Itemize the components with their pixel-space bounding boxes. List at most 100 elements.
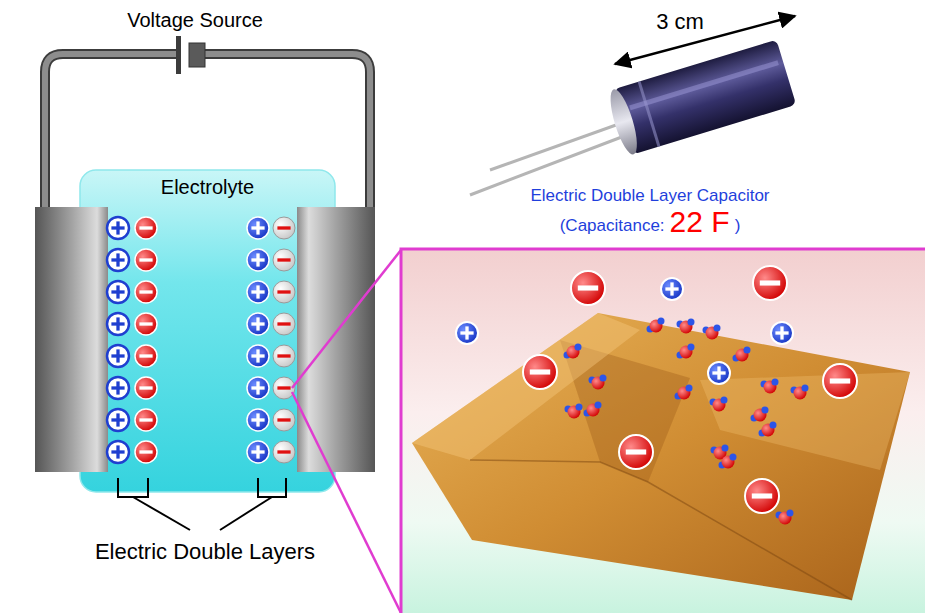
source-label: Voltage Source — [127, 9, 263, 32]
capacitance-text: (Capacitance: — [560, 216, 665, 236]
surface-ridge — [470, 460, 852, 600]
anion — [135, 345, 157, 367]
cation — [247, 441, 269, 463]
region-title: Electrolyte — [86, 176, 329, 199]
positive-charge — [107, 313, 129, 335]
hydrogen — [787, 510, 794, 517]
anion — [823, 364, 857, 398]
anion — [135, 313, 157, 335]
plus-sign — [116, 445, 119, 458]
positive-charge — [107, 377, 129, 399]
plus-sign — [116, 381, 119, 394]
capacitor-photo — [605, 40, 796, 157]
cation — [247, 281, 269, 303]
capacitance-text: ) — [735, 216, 741, 236]
plus-sign — [256, 445, 259, 458]
minus-sign — [578, 285, 598, 290]
layer-label: Electric Double Layers — [95, 539, 315, 564]
plus-sign — [116, 317, 119, 330]
electrode — [35, 207, 108, 472]
hydrogen — [688, 344, 695, 351]
bracket — [118, 478, 148, 497]
cation — [708, 362, 730, 384]
zoom-line — [292, 392, 401, 613]
water-molecules — [564, 318, 809, 525]
anion — [135, 409, 157, 431]
plus-sign — [256, 381, 259, 394]
electrode-surface — [412, 313, 910, 600]
dimension-arrow — [615, 16, 795, 64]
negative-charge — [273, 281, 295, 303]
positive-charge — [107, 441, 129, 463]
electrode — [297, 207, 375, 472]
minus-sign — [277, 386, 290, 389]
surface-step — [700, 372, 910, 470]
anion — [753, 266, 787, 300]
hydrogen — [600, 375, 607, 382]
negative-charge — [273, 377, 295, 399]
capacitor-highlight — [629, 60, 779, 110]
battery-long-plate — [176, 36, 181, 74]
negative-charge — [273, 345, 295, 367]
hydrogen — [714, 325, 721, 332]
hydrogen — [730, 454, 737, 461]
electrolyte-region: Electrolyte — [80, 170, 335, 492]
hydrogen — [722, 445, 729, 452]
minus-sign — [277, 322, 290, 325]
plus-sign — [256, 285, 259, 298]
cation — [247, 249, 269, 271]
surface-step — [412, 313, 640, 460]
minus-sign — [139, 322, 152, 325]
plus-sign — [717, 366, 720, 379]
minus-sign — [139, 258, 152, 261]
minus-sign — [752, 493, 772, 498]
minus-sign — [277, 418, 290, 421]
minus-sign — [139, 354, 152, 357]
minus-sign — [277, 226, 290, 229]
negative-charge — [273, 313, 295, 335]
dimension-label: 3 cm — [656, 9, 704, 34]
anion — [745, 479, 779, 513]
wire-outline — [45, 54, 178, 207]
cation — [771, 322, 793, 344]
bracket — [258, 478, 286, 497]
plus-sign — [116, 349, 119, 362]
cation — [456, 322, 478, 344]
plus-sign — [670, 282, 673, 295]
zoom-line — [292, 250, 401, 388]
plus-sign — [116, 285, 119, 298]
battery-short-plate — [189, 43, 205, 67]
hydrogen — [744, 347, 751, 354]
plus-sign — [256, 221, 259, 234]
capacitor-lead — [470, 130, 640, 195]
anion — [523, 355, 557, 389]
wire — [45, 54, 178, 207]
minus-sign — [277, 258, 290, 261]
hydrogen — [575, 344, 582, 351]
capacitor-lead — [490, 120, 630, 170]
minus-sign — [277, 450, 290, 453]
cation — [247, 217, 269, 239]
hydrogen — [770, 422, 777, 429]
minus-sign — [139, 386, 152, 389]
hydrogen — [595, 402, 602, 409]
double-layer-charges — [107, 217, 295, 463]
minus-sign — [277, 290, 290, 293]
cation — [247, 377, 269, 399]
hydrogen — [686, 385, 693, 392]
positive-charge — [107, 281, 129, 303]
hydrogen — [658, 318, 665, 325]
capacitor-end — [605, 87, 642, 157]
cation — [247, 409, 269, 431]
minus-sign — [626, 449, 646, 454]
anion — [619, 435, 653, 469]
leader-line — [133, 497, 190, 530]
positive-charge — [107, 217, 129, 239]
plus-sign — [116, 253, 119, 266]
capacitance-value: 22 F — [670, 205, 730, 240]
minus-sign — [139, 290, 152, 293]
anion — [571, 271, 605, 305]
hydrogen — [576, 404, 583, 411]
positive-charge — [107, 345, 129, 367]
